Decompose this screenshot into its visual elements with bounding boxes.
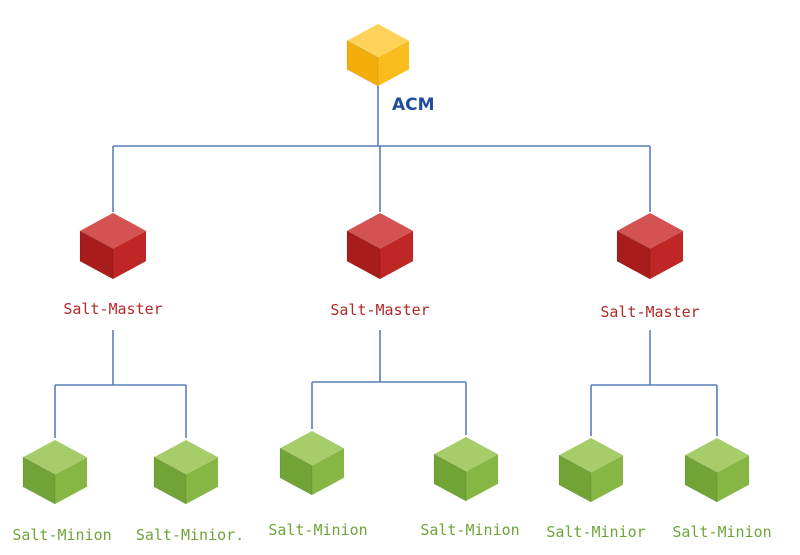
cube-right-face [717, 455, 749, 502]
salt-minion-label-2-1: Salt-Minion [268, 521, 367, 539]
cube-top-face [23, 440, 87, 475]
cube-edge [433, 453, 467, 502]
cube-right-face [55, 457, 87, 504]
cube-top-face [347, 213, 413, 249]
cube-left-face [280, 448, 312, 495]
salt-minion-label-1-1: Salt-Minion [12, 526, 111, 544]
salt-minion-label-2-2: Salt-Minion [420, 521, 519, 539]
cube-right-face [186, 457, 218, 504]
cube-right-face [312, 448, 344, 495]
cube-left-face [23, 457, 55, 504]
salt-minion-cube-icon-3-2 [684, 438, 749, 503]
cube-edge [616, 230, 651, 280]
cube-left-face [154, 457, 186, 504]
cube-edge [22, 456, 56, 505]
cube-edge [684, 454, 718, 503]
salt-minion-cube-icon-2-1 [279, 431, 344, 496]
cube-left-face [347, 230, 380, 279]
salt-master-label-2: Salt-Master [330, 301, 429, 319]
cube-edge [346, 40, 379, 87]
cube-top-face [347, 24, 409, 58]
cube-right-face [466, 454, 498, 501]
acm-cube-icon [346, 24, 409, 87]
salt-minion-cube-icon-2-2 [433, 437, 498, 502]
cube-top-face [559, 438, 623, 473]
cube-left-face [80, 230, 113, 279]
salt-minion-label-3-2: Salt-Minion [672, 523, 771, 541]
cube-top-face [280, 431, 344, 466]
cube-edge [558, 454, 592, 503]
cube-right-face [113, 230, 146, 279]
salt-minion-cube-icon-1-1 [22, 440, 87, 505]
cube-edge [79, 230, 114, 280]
cube-top-face [434, 437, 498, 472]
cube-top-face [154, 440, 218, 475]
cube-edge [346, 230, 381, 280]
cube-edge [153, 456, 187, 505]
cube-left-face [685, 455, 717, 502]
salt-minion-cube-icon-1-2 [153, 440, 218, 505]
salt-master-label-3: Salt-Master [600, 303, 699, 321]
connector-lines [54, 86, 718, 438]
cube-top-face [617, 213, 683, 249]
salt-master-cube-icon-2 [346, 213, 413, 280]
cube-right-face [650, 230, 683, 279]
cube-right-face [378, 40, 409, 86]
salt-minion-label-3-1: Salt-Minior [546, 523, 645, 541]
cube-left-face [617, 230, 650, 279]
salt-minion-cube-icon-3-1 [558, 438, 623, 503]
salt-master-cube-icon-1 [79, 213, 146, 280]
cube-top-face [685, 438, 749, 473]
cube-right-face [591, 455, 623, 502]
cube-right-face [380, 230, 413, 279]
cube-left-face [559, 455, 591, 502]
cube-top-face [80, 213, 146, 249]
salt-master-label-1: Salt-Master [63, 300, 162, 318]
acm-label: ACM [392, 95, 435, 115]
cube-left-face [434, 454, 466, 501]
cube-edge [279, 447, 313, 496]
salt-master-cube-icon-3 [616, 213, 683, 280]
cube-left-face [347, 40, 378, 86]
salt-minion-label-1-2: Salt-Minior. [136, 526, 244, 544]
